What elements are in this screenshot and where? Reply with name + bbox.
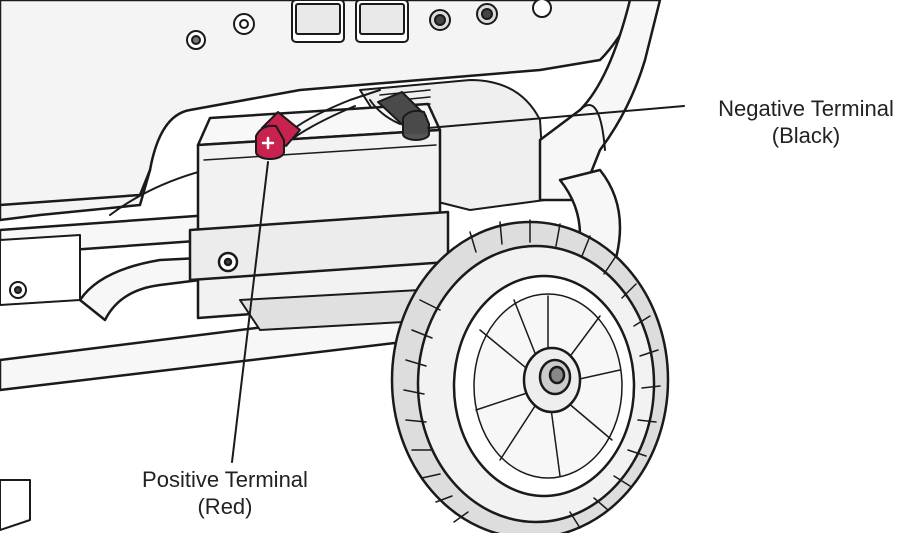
positive-leader-line: [231, 161, 269, 463]
control-panel-details: [186, 0, 552, 50]
positive-terminal-label-line1: Positive Terminal: [142, 467, 308, 492]
negative-terminal-label: Negative Terminal (Black): [686, 95, 916, 149]
positive-terminal-label-line2: (Red): [197, 494, 253, 519]
left-bracket: [0, 234, 81, 531]
negative-terminal-label-line2: (Black): [771, 123, 841, 148]
positive-terminal-cap: [255, 111, 301, 160]
negative-leader-line: [427, 105, 685, 129]
tire-tread: [403, 219, 661, 529]
negative-terminal-cap: [377, 91, 430, 141]
leader-lines: [231, 105, 685, 463]
wheel: [390, 219, 670, 533]
positive-terminal-label: Positive Terminal (Red): [110, 466, 340, 520]
negative-terminal-label-line1: Negative Terminal: [718, 96, 894, 121]
